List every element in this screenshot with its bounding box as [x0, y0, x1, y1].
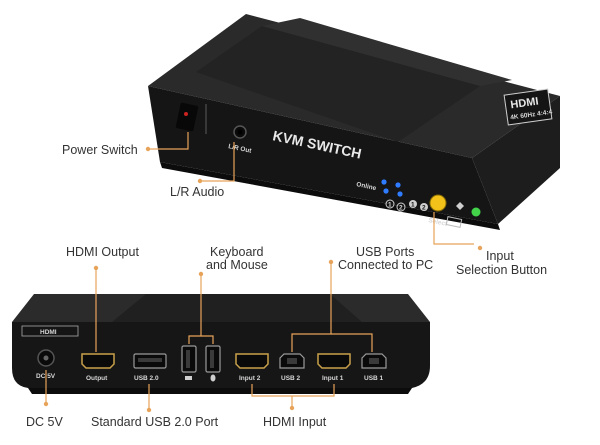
port-number-1: 1 — [388, 202, 392, 209]
standard-usb-label: Standard USB 2.0 Port — [91, 415, 219, 429]
hdmi-output-port — [81, 353, 115, 369]
ir-sensor-icon — [445, 216, 463, 228]
power-led — [471, 207, 481, 217]
hotkey-icon — [456, 202, 464, 210]
keyboard-mouse-label-line2: and Mouse — [206, 258, 268, 272]
hdmi-logo-text: HDMI — [510, 96, 540, 112]
rear-device-top-panel — [112, 294, 362, 322]
lr-audio-label: L/R Audio — [170, 185, 224, 199]
usb-ports-label-line1: USB Ports — [356, 245, 414, 259]
online-led-1 — [381, 179, 387, 185]
keyboard-icon — [185, 376, 192, 380]
usb-ports-label-line2: Connected to PC — [338, 258, 433, 272]
usb2-port-label: USB 2 — [281, 375, 301, 382]
hdmi-badge — [503, 88, 553, 126]
front-device-top-panel — [196, 26, 480, 142]
usb20-port-label: USB 2.0 — [134, 375, 159, 382]
rear-device: HDMI DC 5V Output USB 2.0 Input 2 USB 2 … — [12, 294, 430, 394]
dc-5v-label: DC 5V — [26, 415, 63, 429]
mouse-icon — [210, 374, 216, 382]
front-device-side — [472, 96, 560, 224]
online-label: Online — [356, 181, 378, 192]
rear-hdmi-badge — [21, 325, 79, 337]
input-selection-label-line1: Input — [486, 249, 514, 263]
online-led-2 — [395, 182, 401, 188]
keyboard-mouse-label-line1: Keyboard — [210, 245, 264, 259]
select-label: Select — [428, 217, 449, 228]
power-switch — [175, 102, 199, 132]
front-device-face — [148, 86, 498, 224]
online-led-3 — [383, 188, 389, 194]
hdmi-output-label: HDMI Output — [66, 245, 139, 259]
rear-hdmi-logo: HDMI — [40, 329, 57, 336]
output-port-label: Output — [86, 375, 108, 382]
port-number-4: 2 — [422, 205, 426, 212]
input2-port-label: Input 2 — [239, 375, 261, 382]
rear-callouts: HDMI Output Keyboard and Mouse USB Ports… — [26, 245, 433, 429]
rear-device-face — [12, 322, 430, 388]
input1-port-label: Input 1 — [322, 375, 344, 382]
front-callouts: Power Switch L/R Audio Input Selection B… — [62, 132, 547, 277]
front-device: L/R Out KVM SWITCH Online 1 2 1 2 Select… — [148, 14, 560, 230]
input-selection-label-line2: Selection Button — [456, 263, 547, 277]
port-number-3: 1 — [411, 202, 415, 209]
power-indicator-icon — [184, 112, 188, 116]
port-number-2: 2 — [399, 205, 403, 212]
hdmi-input1-port — [317, 353, 351, 369]
hdmi-input2-port — [235, 353, 269, 369]
hdmi-input-label: HDMI Input — [263, 415, 327, 429]
online-led-4 — [397, 191, 403, 197]
select-button — [429, 194, 447, 212]
audio-port-label: L/R Out — [228, 143, 253, 155]
usb1-port-label: USB 1 — [364, 375, 384, 382]
power-switch-label: Power Switch — [62, 143, 138, 157]
